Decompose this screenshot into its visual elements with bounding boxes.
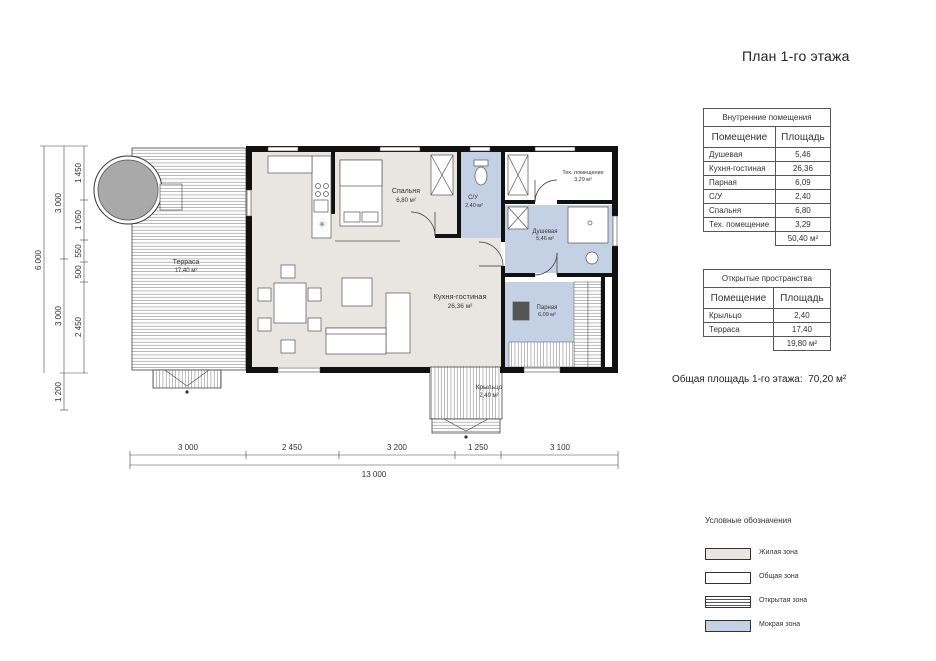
legend-title: Условные обозначения [705, 516, 792, 525]
room-name-bedroom: Спальня [392, 188, 420, 195]
room-area-bedroom: 6,80 м² [396, 198, 415, 204]
dim-left-inner-1: 1 450 [74, 162, 83, 183]
legend-swatch [705, 596, 751, 608]
table-total: 19,80 м² [772, 336, 832, 351]
room-name-wc: С/У [468, 195, 478, 201]
cell-room: Душевая [703, 147, 776, 162]
tech-room-fixtures [430, 154, 609, 321]
room-area-tech: 3,29 м² [574, 177, 592, 183]
room-name-tech: Тех. помещение [562, 170, 603, 176]
room-name-sauna: Парная [537, 305, 558, 311]
dim-bottom-4: 1 250 [468, 443, 489, 452]
column-header-room: Помещение [703, 287, 774, 309]
total-area: Общая площадь 1-го этажа: 70,20 м² [672, 374, 846, 385]
room-name-kitchen: Кухня-гостиная [433, 292, 486, 301]
cell-room: Тех. помещение [703, 217, 776, 232]
room-labels: Терраса 17,40 м² Кухня-гостиная 26,36 м²… [173, 170, 604, 399]
room-area-porch: 2,40 м² [479, 393, 498, 399]
door-swings [410, 179, 558, 276]
legend-swatch [705, 548, 751, 560]
toilet-icon [473, 159, 489, 186]
cell-room: Крыльцо [703, 308, 774, 323]
bottom-dimensions: 3 000 2 450 3 200 1 250 3 100 13 000 [129, 443, 619, 479]
interior-walls [331, 152, 614, 367]
kitchen-furniture [257, 155, 411, 355]
windows [246, 146, 618, 373]
dim-left-inner-2: 1 050 [74, 209, 83, 230]
svg-text:✳: ✳ [319, 220, 326, 229]
dim-left-inner-4: 500 [74, 265, 83, 279]
dim-left-outer-1: 3 000 [54, 192, 63, 213]
cell-area: 17,40 [772, 322, 832, 337]
room-name-terrace: Терраса [173, 259, 200, 266]
table-total: 50,40 м² [774, 231, 832, 246]
legend-label: Жилая зона [759, 549, 798, 556]
bed-icon [339, 159, 383, 227]
cell-area: 6,80 [774, 203, 832, 218]
dim-left-outer-2: 3 000 [54, 305, 63, 326]
legend-label: Открытая зона [759, 597, 808, 604]
dim-bottom-1: 3 000 [178, 443, 199, 452]
exterior-walls [246, 146, 618, 373]
legend-swatch [705, 620, 751, 632]
room-area-terrace: 17,40 м² [175, 268, 198, 274]
dim-bottom-2: 2 450 [282, 443, 303, 452]
room-area-wc: 2,40 м² [465, 203, 483, 209]
dim-bottom-5: 3 100 [550, 443, 571, 452]
room-name-shower: Душевая [532, 229, 557, 235]
total-area-label: Общая площадь 1-го этажа: [672, 374, 803, 385]
table-caption: Открытые пространства [703, 269, 831, 288]
legend-label: Общая зона [759, 573, 799, 580]
left-dimensions: 6 000 3 000 3 000 1 200 1 450 1 050 550 … [34, 145, 88, 411]
dim-left-total: 6 000 [34, 249, 43, 270]
outdoor-spaces-table: Открытые пространства Помещение Площадь … [703, 269, 832, 351]
column-header-area: Площадь [772, 287, 832, 309]
page-title: План 1-го этажа [742, 48, 850, 64]
cell-room: Парная [703, 175, 776, 190]
dim-bottom-total: 13 000 [362, 470, 387, 479]
room-area-sauna: 6,09 м² [538, 312, 556, 318]
cell-room: С/У [703, 189, 776, 204]
column-header-area: Площадь [774, 126, 832, 148]
terrace-steps [152, 369, 222, 389]
room-name-porch: Крыльцо [476, 384, 503, 391]
cell-area: 3,29 [774, 217, 832, 232]
cell-area: 5,46 [774, 147, 832, 162]
room-area-kitchen: 26,36 м² [448, 303, 474, 310]
column-header-room: Помещение [703, 126, 776, 148]
porch-deck [429, 366, 503, 420]
cell-area: 26,36 [774, 161, 832, 176]
cell-area: 2,40 [774, 189, 832, 204]
table-caption: Внутренние помещения [703, 108, 831, 127]
cell-room: Спальня [703, 203, 776, 218]
total-area-value: 70,20 м² [808, 374, 847, 385]
legend-swatch [705, 572, 751, 584]
dim-left-inner-5: 2 450 [74, 316, 83, 337]
room-area-shower: 5,46 м² [536, 236, 554, 242]
dim-bottom-3: 3 200 [387, 443, 408, 452]
cell-area: 6,09 [774, 175, 832, 190]
legend-label: Мокрая зона [759, 621, 801, 628]
cell-room: Терраса [703, 322, 774, 337]
dim-left-outer-3: 1 200 [54, 381, 63, 402]
cell-area: 2,40 [772, 308, 832, 323]
dim-left-inner-3: 550 [74, 244, 83, 258]
inner-rooms-table: Внутренние помещения Помещение Площадь Д… [703, 108, 832, 246]
cell-room: Кухня-гостиная [703, 161, 776, 176]
